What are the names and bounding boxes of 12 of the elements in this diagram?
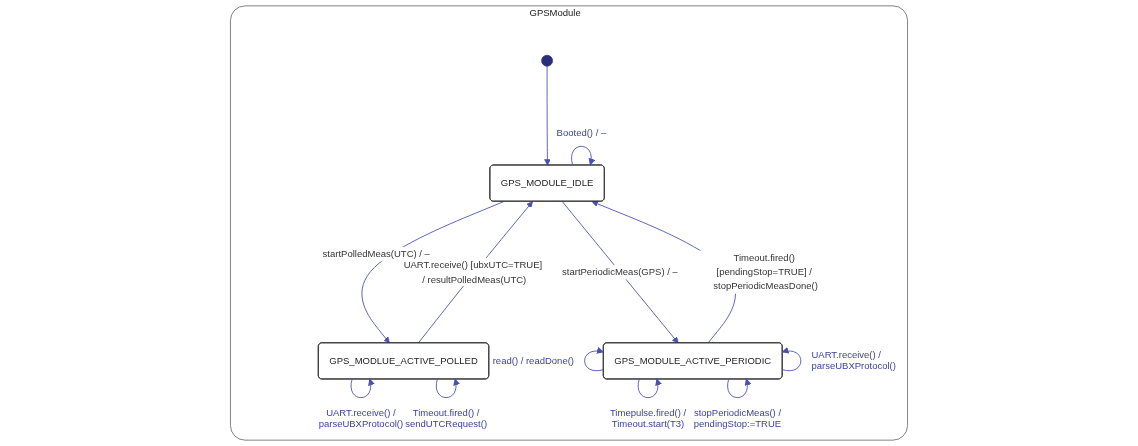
edge-label: stopPeriodicMeas() / pendingStop:=TRUE (693, 406, 782, 429)
edge-label: read() / readDone() (492, 354, 574, 366)
edge-label: startPolledMeas(UTC) / – (322, 248, 430, 260)
edge-label: UART.receive() / parseUBXProtocol() (318, 406, 404, 429)
edge-label: startPeriodicMeas(GPS) / – (562, 266, 678, 278)
edge-label: Timeout.fired() / sendUTCRequest() (405, 406, 488, 429)
node-circle (541, 54, 553, 67)
edge-label: Booted() / – (556, 126, 607, 138)
edge-label: UART.receive() [ubxUTC=TRUE] / resultPolledMeas(UTC) (403, 259, 543, 285)
edge-label: Timeout.fired() [pendingStop=TRUE] / stopPeriodicMeasDone() (713, 252, 818, 292)
edge-label: Timepulse.fired() / Timeout.start(T3) (609, 406, 687, 429)
edge-label: UART.receive() / parseUBXProtocol() (811, 349, 896, 372)
